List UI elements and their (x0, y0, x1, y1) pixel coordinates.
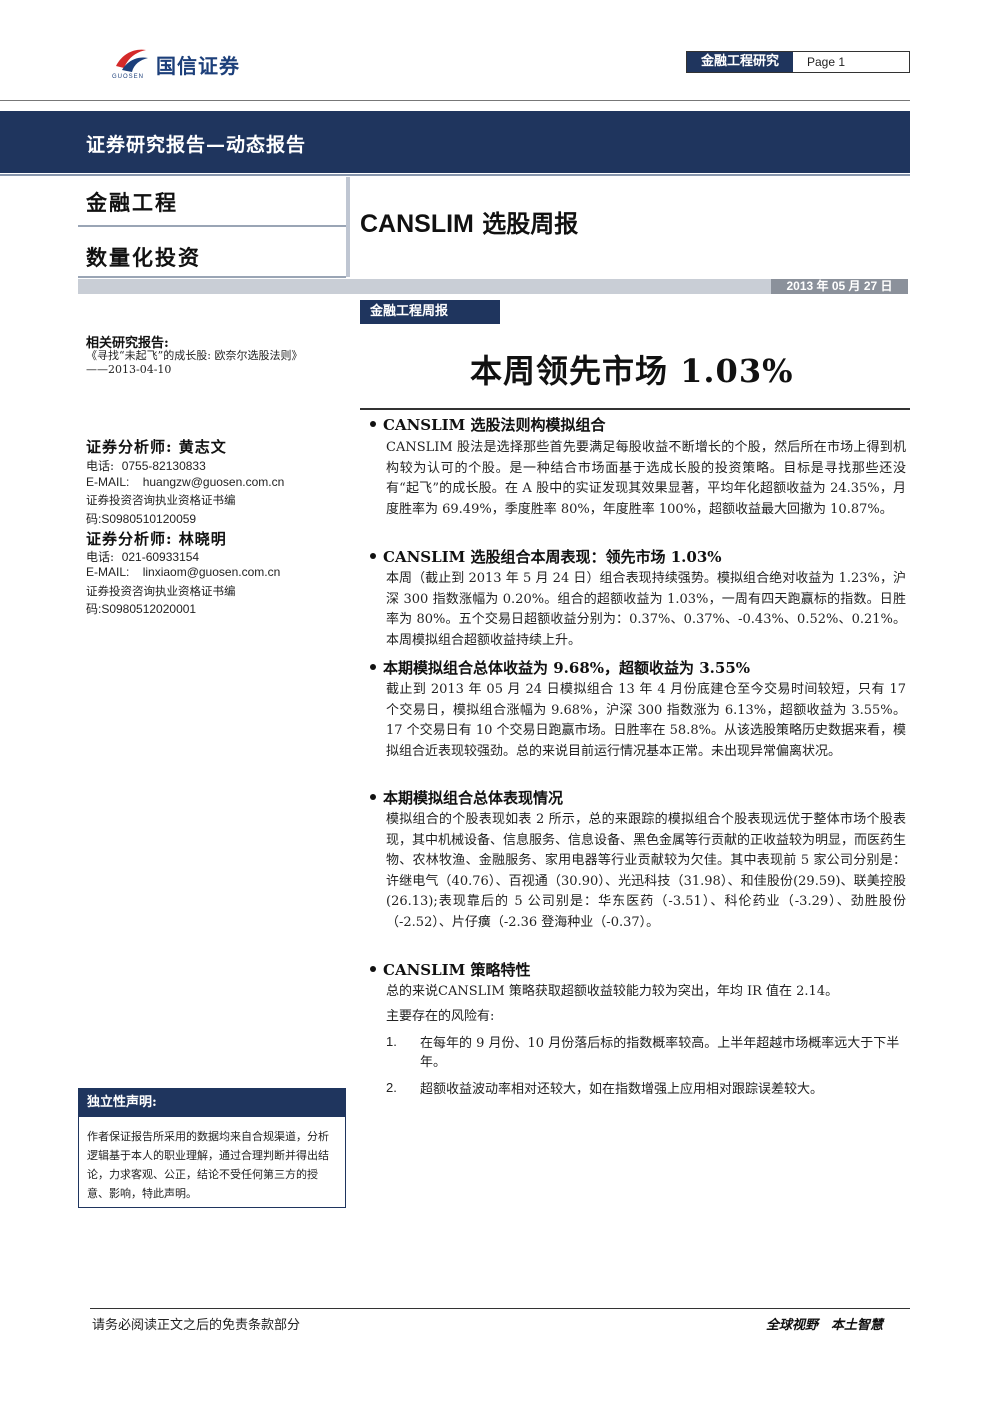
section-heading: CANSLIM 选股法则构模拟组合 (370, 414, 606, 435)
risk-item-number: 2. (386, 1080, 397, 1095)
section-body: 主要存在的风险有: (386, 1009, 495, 1024)
section-heading-text: CANSLIM 选股组合本周表现：领先市场 1.03% (383, 548, 722, 566)
category-label: 金融工程 (86, 190, 178, 215)
statement-body: 作者保证报告所采用的数据均来自合规渠道，分析逻辑基于本人的职业理解，通过合理判断… (87, 1130, 329, 1200)
analyst-2-cert: 码:S0980512020001 (86, 602, 197, 616)
risk-item-number: 1. (386, 1034, 397, 1049)
section-heading: 本期模拟组合总体表现情况 (370, 787, 563, 808)
bullet-icon (370, 553, 376, 559)
section-heading-text: CANSLIM 策略特性 (383, 961, 531, 979)
logo-sub: GUOSEN (112, 74, 145, 80)
section-heading-text: 本期模拟组合总体收益为 9.68%，超额收益为 3.55% (383, 659, 751, 677)
footer-rule (90, 1308, 910, 1309)
analyst-2-email: E-MAIL: linxiaom@guosen.com.cn (86, 564, 280, 580)
related-label: 相关研究报告: (86, 336, 169, 351)
analyst-2-cert-label: 证券投资咨询执业资格证书编 (86, 584, 236, 598)
section-heading-text: 本期模拟组合总体表现情况 (383, 789, 564, 807)
category-financial-engineering: 金融工程 (78, 177, 346, 227)
analyst-name: 黄志文 (178, 438, 227, 456)
analyst-1-heading: 证券分析师: 黄志文 (86, 436, 227, 457)
report-title: CANSLIM 选股周报 (360, 204, 578, 239)
report-banner: 证券研究报告—动态报告 (0, 111, 910, 173)
title-divider (346, 177, 350, 277)
phone-label: 电话: (86, 459, 115, 473)
report-title-cn: 选股周报 (482, 209, 579, 238)
section-body: 本周（截止到 2013 年 5 月 24 日）组合表现持续强势。模拟组合绝对收益… (386, 571, 906, 648)
section-heading: CANSLIM 选股组合本周表现：领先市场 1.03% (370, 546, 722, 567)
risk-item-text: 超额收益波动率相对还较大，如在指数增强上应用相对跟踪误差较大。 (420, 1082, 824, 1097)
research-tag: 金融工程研究 (687, 52, 793, 72)
bullet-icon (370, 421, 376, 427)
email-label: E-MAIL: (86, 565, 130, 579)
section-body: 模拟组合的个股表现如表 2 所示，总的来跟踪的模拟组合个股表现远优于整体市场个股… (386, 812, 907, 930)
footer-slogan: 全球视野 本土智慧 (766, 1318, 884, 1333)
section-body: CANSLIM 股法是选择那些首先要满足每股收益不断增长的个股，然后所在市场上得… (386, 440, 906, 517)
footer-disclaimer-note: 请务必阅读正文之后的免责条款部分 (92, 1318, 301, 1333)
phone-value: 021-60933154 (121, 550, 200, 564)
analyst-name: 林晓明 (178, 530, 227, 548)
email-value[interactable]: huangzw@guosen.com.cn (142, 475, 285, 489)
section-heading-text: CANSLIM 选股法则构模拟组合 (383, 416, 606, 434)
independence-statement: 独立性声明: 作者保证报告所采用的数据均来自合规渠道，分析逻辑基于本人的职业理解… (78, 1088, 346, 1208)
email-label: E-MAIL: (86, 475, 130, 489)
weekly-tag: 金融工程周报 (360, 300, 500, 324)
phone-label: 电话: (86, 550, 115, 564)
section-heading: CANSLIM 策略特性 (370, 959, 531, 980)
report-title-en: CANSLIM (360, 210, 474, 238)
report-date: 2013 年 05 月 27 日 (771, 279, 908, 294)
analyst-label: 证券分析师: (86, 438, 173, 456)
section-body: 总的来说CANSLIM 策略获取超额收益较能力较为突出，年均 IR 值在 2.1… (386, 984, 839, 999)
email-value[interactable]: linxiaom@guosen.com.cn (142, 565, 281, 579)
header-divider (0, 100, 910, 101)
banner-stripe (0, 174, 910, 176)
analyst-1-phone: 电话: 0755-82130833 (86, 458, 206, 474)
bullet-icon (370, 794, 376, 800)
category-quant-investing: 数量化投资 (78, 232, 346, 278)
section-body: 截止到 2013 年 05 月 24 日模拟组合 13 年 4 月份底建仓至今交… (386, 682, 906, 759)
risk-item-text: 在每年的 9 月份、10 月份落后标的指数概率较高。上半年超越市场概率远大于下半… (420, 1036, 900, 1070)
analyst-2-phone: 电话: 021-60933154 (86, 549, 199, 565)
analyst-label: 证券分析师: (86, 530, 173, 548)
guosen-logo-icon (116, 49, 148, 72)
banner-title: 证券研究报告—动态报告 (86, 134, 307, 156)
analyst-1-cert: 码:S0980510120059 (86, 512, 197, 526)
guosen-logo: 国信证券 GUOSEN (112, 44, 262, 80)
bullet-icon (370, 664, 376, 670)
related-title: 《寻找“未起飞”的成长股: 欧奈尔选股法则》 (86, 349, 303, 362)
related-date: ——2013-04-10 (86, 363, 172, 376)
date-bar: 2013 年 05 月 27 日 (78, 279, 908, 294)
headline: 本周领先市场 1.03% (470, 352, 794, 390)
analyst-1-cert-label: 证券投资咨询执业资格证书编 (86, 493, 236, 507)
bullet-icon (370, 966, 376, 972)
logo-name: 国信证券 (156, 54, 240, 78)
headline-rule (360, 408, 910, 410)
analyst-2-heading: 证券分析师: 林晓明 (86, 528, 227, 549)
analyst-1-email: E-MAIL: huangzw@guosen.com.cn (86, 474, 284, 490)
statement-title: 独立性声明: (79, 1089, 345, 1117)
category-label: 数量化投资 (86, 245, 201, 270)
section-heading: 本期模拟组合总体收益为 9.68%，超额收益为 3.55% (370, 657, 750, 678)
phone-value: 0755-82130833 (121, 459, 206, 473)
header-tag: 金融工程研究 Page 1 (686, 51, 910, 73)
page-number: Page 1 (807, 55, 846, 69)
